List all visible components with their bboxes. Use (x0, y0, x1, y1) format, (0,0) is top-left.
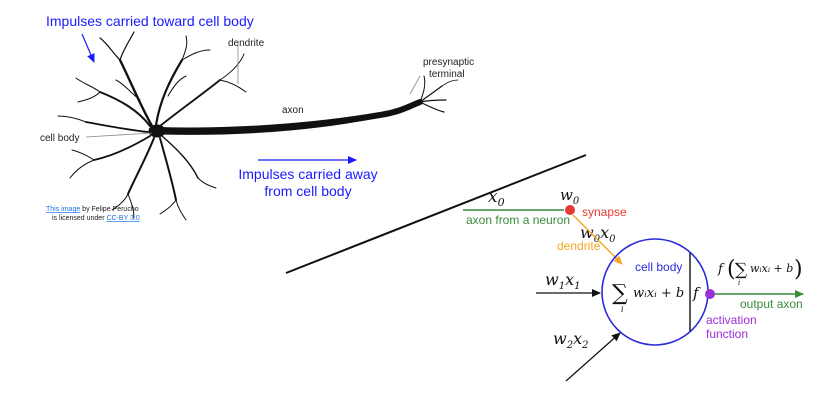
credit-license-text: is licensed under (52, 215, 106, 222)
w0-label: w0 (560, 186, 580, 207)
credit-image-link[interactable]: This image (46, 206, 80, 213)
credit-author: by Felipe Perucho (80, 206, 138, 213)
activation-f-label: f (692, 284, 701, 302)
activation-dot (705, 289, 715, 299)
svg-text:): ) (794, 257, 803, 282)
credit-license-link[interactable]: CC-BY 3.0 (106, 215, 139, 222)
terminal-label: terminal (429, 69, 465, 80)
axon-label: axon (282, 105, 304, 116)
impulses-away-line2: from cell body (264, 183, 351, 199)
svg-text:i: i (738, 279, 740, 287)
svg-text:∑: ∑ (612, 281, 628, 306)
svg-text:i: i (621, 305, 624, 314)
credit-line1: This image by Felipe Perucho (46, 206, 139, 213)
model-dendrite-label: dendrite (557, 239, 601, 253)
w1x1-label: w1x1 (545, 270, 580, 292)
sum-formula: ∑ i wᵢxᵢ + b (612, 281, 684, 314)
synapse-dot (565, 205, 575, 215)
impulses-toward-label: Impulses carried toward cell body (46, 13, 254, 29)
impulses-toward-arrow (81, 33, 95, 63)
svg-text:f: f (717, 262, 725, 277)
credit-line2: is licensed under CC-BY 3.0 (52, 215, 140, 222)
dendrite-arrow (572, 214, 623, 265)
output-axon-label: output axon (740, 297, 803, 311)
svg-text:(: ( (727, 257, 736, 282)
w2x2-label: w2x2 (553, 329, 588, 351)
x0-label: x0 (488, 187, 505, 209)
impulses-away-line1: Impulses carried away (238, 166, 377, 182)
neuron-drawing (57, 31, 459, 221)
dendrite-label: dendrite (228, 38, 265, 49)
svg-text:wᵢxᵢ + b: wᵢxᵢ + b (633, 286, 684, 301)
output-formula: f ( ∑ i wᵢxᵢ + b ) (717, 257, 803, 287)
model-cell-body-label: cell body (635, 260, 682, 274)
activation-function-line1: activation (706, 313, 757, 327)
terminal-pointer (409, 75, 421, 95)
axon-from-neuron-label: axon from a neuron (466, 213, 570, 227)
activation-function-line2: function (706, 327, 748, 341)
cell-body-pointer (85, 132, 153, 138)
divider-line (285, 154, 587, 274)
synapse-label: synapse (582, 205, 627, 219)
svg-text:∑: ∑ (735, 260, 747, 280)
svg-text:wᵢxᵢ + b: wᵢxᵢ + b (750, 262, 793, 275)
presynaptic-label: presynaptic (423, 57, 474, 68)
cell-body-label: cell body (40, 133, 79, 144)
input2-arrow (565, 332, 621, 382)
